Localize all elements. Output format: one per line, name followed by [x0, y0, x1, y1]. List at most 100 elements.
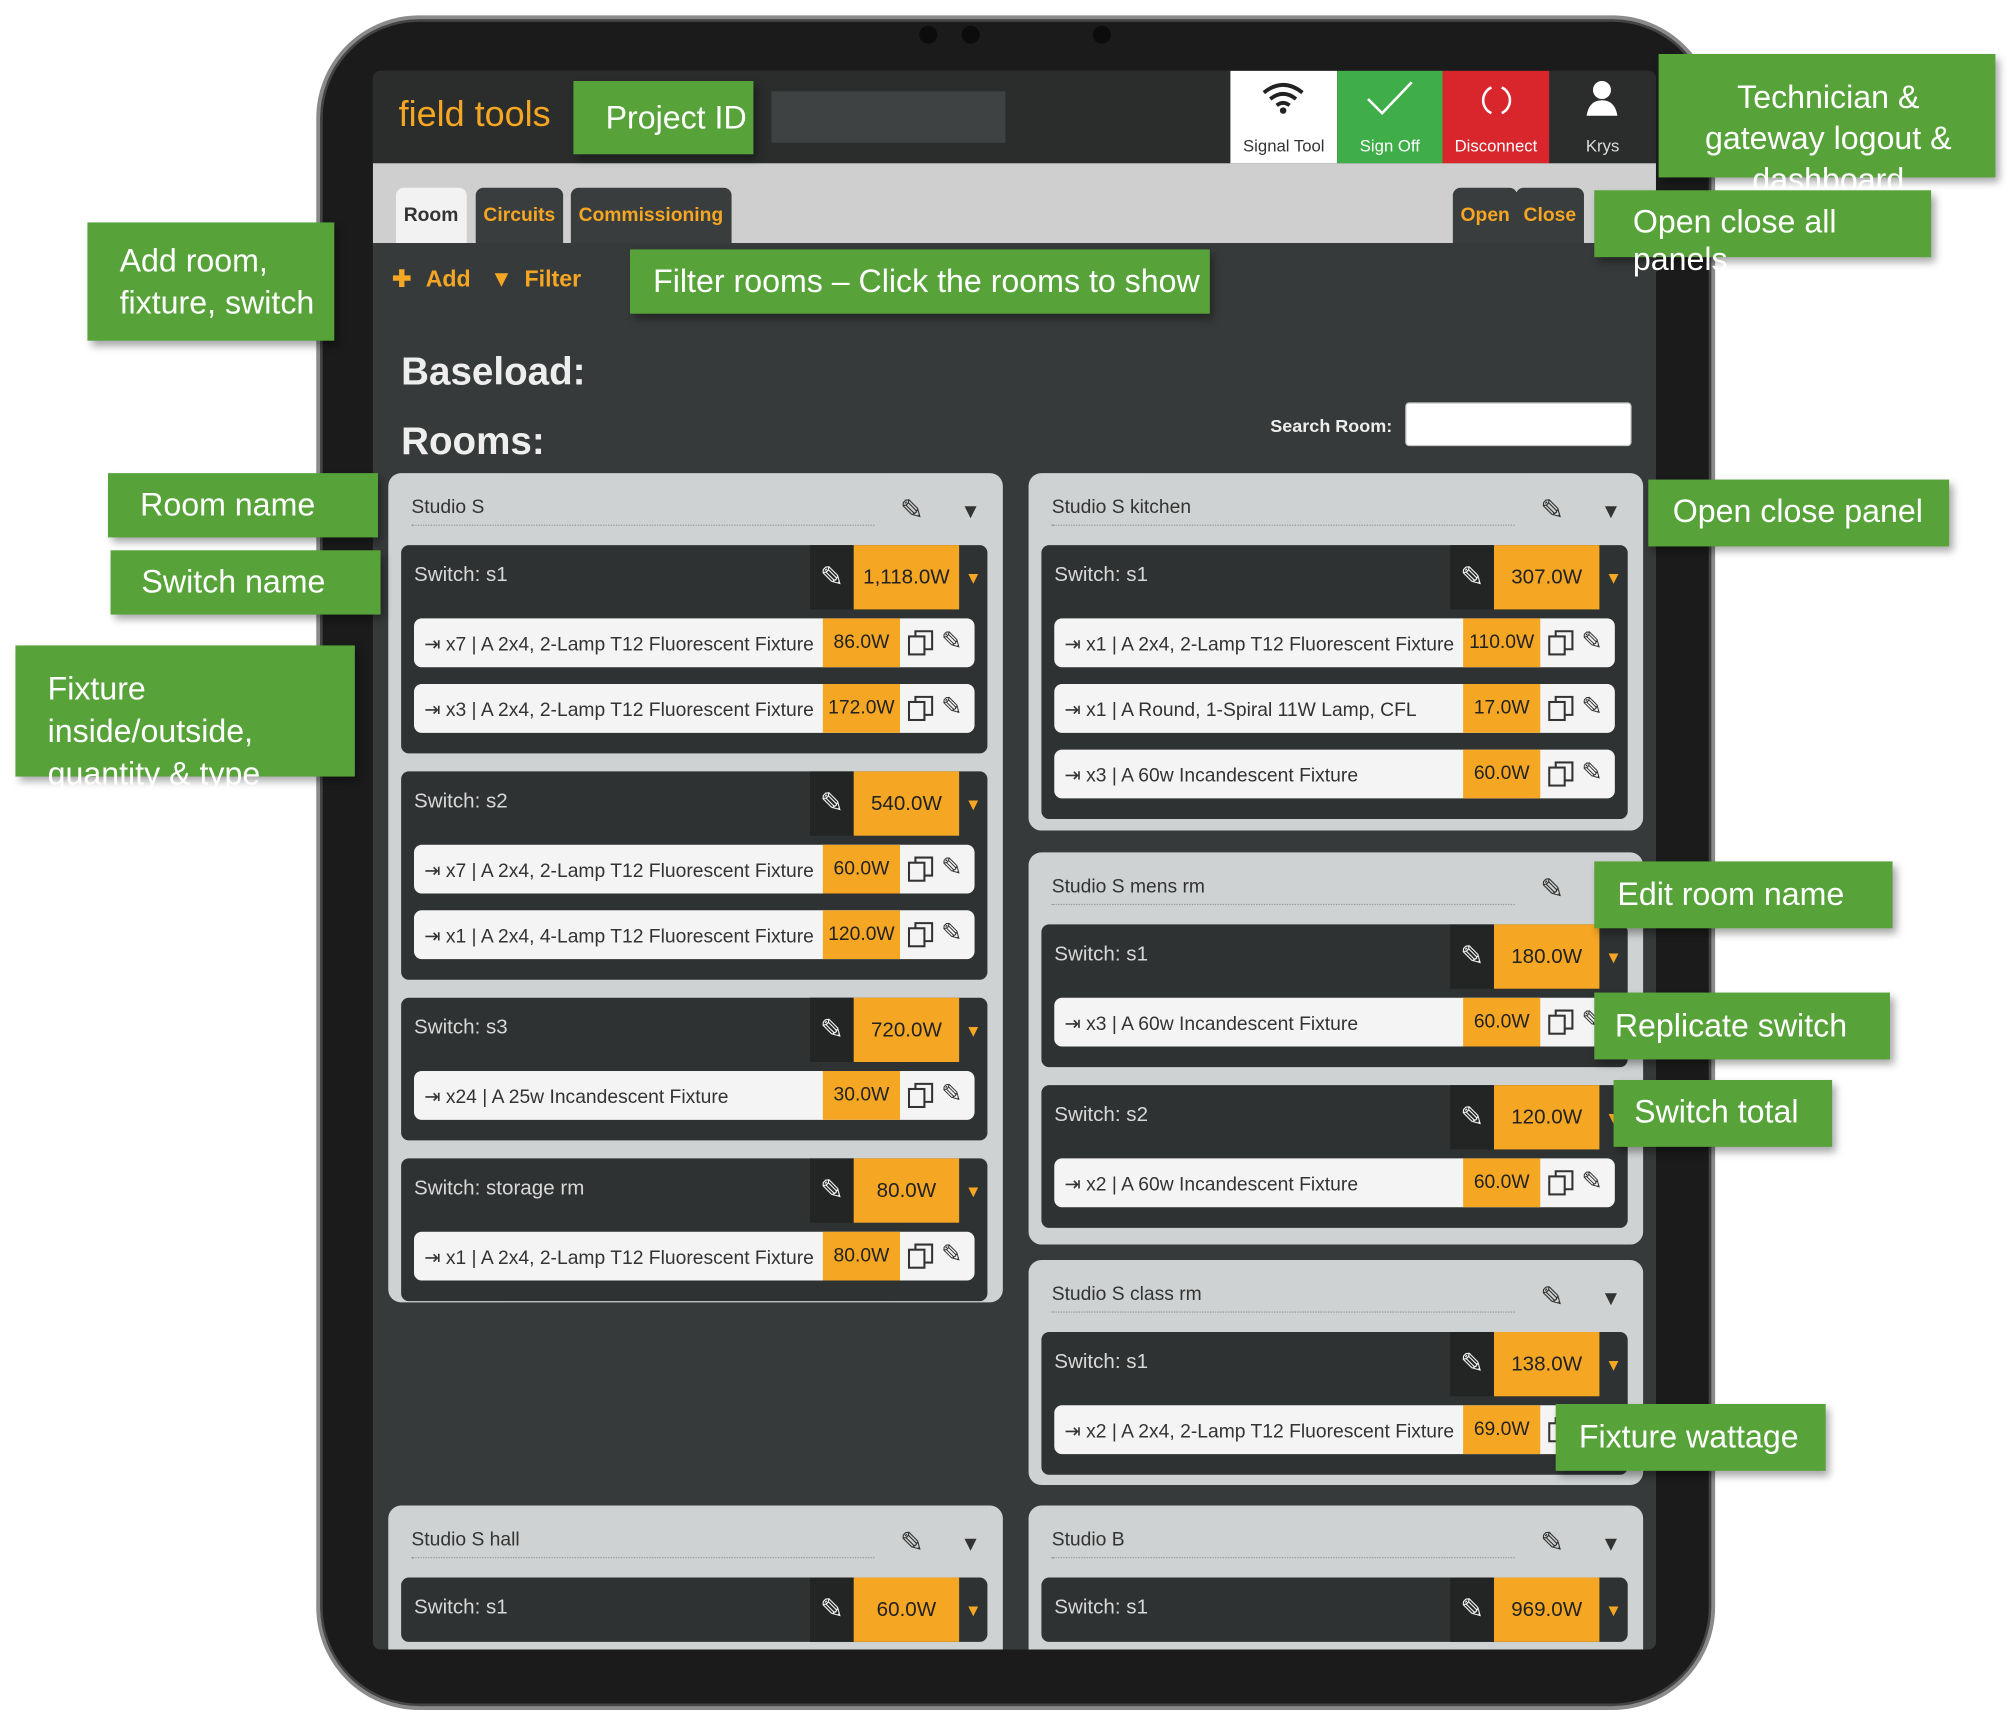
edit-room-pencil-icon[interactable]: ✎ — [899, 493, 924, 526]
room-panel: Studio S hall✎▼Switch: s1✎60.0W▼ — [388, 1505, 1003, 1650]
switch-name: Switch: storage rm — [413, 1177, 585, 1200]
switch-panel: Switch: s3✎720.0W▼⇥ x24 | A 25w Incandes… — [401, 997, 988, 1141]
callout-add-room: Add room, fixture, switch — [87, 222, 335, 341]
replicate-copy-icon[interactable] — [1548, 761, 1574, 787]
replicate-copy-icon[interactable] — [907, 1243, 934, 1269]
room-panel: Studio S✎▼Switch: s1✎1,118.0W▼⇥ x7 | A 2… — [388, 473, 1003, 1303]
edit-fixture-pencil-icon[interactable]: ✎ — [1581, 758, 1603, 787]
callout-open-close-panel: Open close panel — [1648, 479, 1950, 547]
edit-switch-pencil-icon[interactable]: ✎ — [1450, 545, 1494, 610]
edit-switch-pencil-icon[interactable]: ✎ — [1450, 1331, 1494, 1397]
edit-room-pencil-icon[interactable]: ✎ — [1540, 1280, 1564, 1313]
tab-commissioning[interactable]: Commissioning — [570, 187, 731, 243]
edit-switch-pencil-icon[interactable]: ✎ — [809, 997, 854, 1062]
edit-switch-pencil-icon[interactable]: ✎ — [809, 1158, 854, 1223]
edit-fixture-pencil-icon[interactable]: ✎ — [1581, 1167, 1603, 1196]
fixture-label-text: x7 | A 2x4, 2-Lamp T12 Fluorescent Fixtu… — [445, 860, 814, 882]
edit-switch-pencil-icon[interactable]: ✎ — [809, 1577, 854, 1642]
tab-circuits[interactable]: Circuits — [475, 187, 563, 243]
callout-room-name: Room name — [107, 473, 378, 538]
switch-panel: Switch: s1✎1,118.0W▼⇥ x7 | A 2x4, 2-Lamp… — [401, 545, 988, 754]
replicate-copy-icon[interactable] — [907, 856, 934, 882]
switch-caret-icon[interactable]: ▼ — [1605, 1600, 1622, 1620]
signal-tool-label: Signal Tool — [1243, 136, 1325, 156]
switch-caret-icon[interactable]: ▼ — [964, 568, 982, 588]
switch-panel: Switch: s2✎120.0W▼⇥ x2 | A 60w Incandesc… — [1041, 1085, 1628, 1228]
signal-tool-button[interactable]: Signal Tool — [1230, 70, 1338, 164]
switch-caret-icon[interactable]: ▼ — [964, 1020, 982, 1041]
add-button[interactable]: Add — [425, 266, 471, 292]
edit-switch-pencil-icon[interactable]: ✎ — [1450, 924, 1494, 989]
replicate-copy-icon[interactable] — [907, 922, 934, 948]
switch-caret-icon[interactable]: ▼ — [1605, 1355, 1622, 1375]
replicate-copy-icon[interactable] — [907, 1082, 934, 1109]
user-menu-button[interactable]: Krys — [1549, 70, 1656, 164]
filter-button[interactable]: Filter — [524, 266, 582, 292]
fixture-label-text: x7 | A 2x4, 2-Lamp T12 Fluorescent Fixtu… — [445, 633, 814, 656]
edit-switch-pencil-icon[interactable]: ✎ — [1450, 1085, 1494, 1150]
fixture-label: ⇥ x3 | A 2x4, 2-Lamp T12 Fluorescent Fix… — [424, 698, 823, 721]
toggle-panel-caret-icon[interactable]: ▼ — [960, 1533, 981, 1556]
fixture-label: ⇥ x1 | A Round, 1-Spiral 11W Lamp, CFL — [1065, 698, 1464, 721]
project-id-field[interactable] — [771, 91, 1006, 143]
edit-room-pencil-icon[interactable]: ✎ — [899, 1526, 924, 1559]
switch-caret-icon[interactable]: ▼ — [1605, 568, 1622, 588]
replicate-copy-icon[interactable] — [1548, 1170, 1574, 1196]
open-all-button[interactable]: Open — [1452, 187, 1518, 243]
switch-caret-icon[interactable]: ▼ — [964, 1600, 982, 1620]
switch-panel: Switch: s1✎969.0W▼ — [1041, 1577, 1628, 1642]
edit-switch-pencil-icon[interactable]: ✎ — [1450, 1577, 1494, 1642]
tab-room[interactable]: Room — [395, 187, 467, 243]
toggle-panel-caret-icon[interactable]: ▼ — [1600, 1533, 1622, 1556]
switch-caret-icon[interactable]: ▼ — [964, 794, 982, 814]
edit-fixture-pencil-icon[interactable]: ✎ — [1581, 627, 1603, 656]
edit-fixture-pencil-icon[interactable]: ✎ — [941, 1240, 963, 1269]
callout-open-close-panel-text: Open close panel — [1672, 493, 1923, 530]
edit-fixture-pencil-icon[interactable]: ✎ — [941, 919, 963, 948]
callout-fixture-wattage-text: Fixture wattage — [1578, 1419, 1799, 1456]
toggle-panel-caret-icon[interactable]: ▼ — [960, 501, 981, 524]
fixture-label-text: x2 | A 2x4, 2-Lamp T12 Fluorescent Fixtu… — [1086, 1420, 1455, 1443]
edit-switch-pencil-icon[interactable]: ✎ — [809, 545, 854, 610]
toggle-panel-caret-icon[interactable]: ▼ — [1600, 1288, 1622, 1311]
replicate-copy-icon[interactable] — [1548, 695, 1574, 722]
search-room-input[interactable] — [1405, 402, 1632, 447]
room-panel: Studio S class rm✎▼Switch: s1✎138.0W▼⇥ x… — [1028, 1259, 1644, 1485]
switch-total: 720.0W — [853, 997, 960, 1062]
close-all-button[interactable]: Close — [1515, 187, 1584, 243]
fixture-wattage: 69.0W — [1463, 1405, 1541, 1455]
fixture-label: ⇥ x1 | A 2x4, 4-Lamp T12 Fluorescent Fix… — [424, 924, 823, 948]
callout-filter-rooms: Filter rooms – Click the rooms to show — [629, 249, 1210, 314]
disconnect-button[interactable]: Disconnect — [1442, 70, 1550, 164]
fixture-wattage: 110.0W — [1463, 618, 1541, 668]
toggle-panel-caret-icon[interactable]: ▼ — [1600, 501, 1622, 524]
fixture-inside-icon: ⇥ — [424, 860, 446, 882]
callout-open-close-all-text: Open close all panels — [1632, 204, 1837, 278]
fixture-label: ⇥ x2 | A 60w Incandescent Fixture — [1065, 1173, 1464, 1196]
replicate-copy-icon[interactable] — [1548, 1009, 1574, 1035]
edit-room-pencil-icon[interactable]: ✎ — [1540, 1526, 1564, 1559]
replicate-copy-icon[interactable] — [1548, 630, 1574, 656]
edit-room-pencil-icon[interactable]: ✎ — [1540, 493, 1564, 526]
switch-name: Switch: s2 — [1054, 1104, 1149, 1127]
replicate-copy-icon[interactable] — [907, 695, 934, 722]
edit-switch-pencil-icon[interactable]: ✎ — [809, 771, 854, 836]
fixture-inside-icon: ⇥ — [424, 925, 446, 948]
switch-name: Switch: s1 — [1054, 1351, 1149, 1374]
switch-header: Switch: s1✎1,118.0W▼ — [401, 545, 987, 610]
fixture-wattage: 172.0W — [822, 683, 900, 733]
edit-fixture-pencil-icon[interactable]: ✎ — [1581, 692, 1603, 722]
edit-room-pencil-icon[interactable]: ✎ — [1540, 872, 1564, 906]
room-name: Studio S kitchen — [1051, 496, 1517, 526]
replicate-copy-icon[interactable] — [907, 630, 934, 656]
edit-fixture-pencil-icon[interactable]: ✎ — [941, 692, 963, 722]
edit-fixture-pencil-icon[interactable]: ✎ — [941, 627, 963, 656]
sign-off-button[interactable]: Sign Off — [1337, 70, 1443, 164]
edit-fixture-pencil-icon[interactable]: ✎ — [941, 1079, 963, 1109]
edit-fixture-pencil-icon[interactable]: ✎ — [941, 853, 963, 882]
switch-caret-icon[interactable]: ▼ — [964, 1181, 982, 1201]
switch-caret-icon[interactable]: ▼ — [1605, 947, 1622, 967]
switch-name: Switch: s1 — [413, 1596, 508, 1619]
fixture-row: ⇥ x3 | A 2x4, 2-Lamp T12 Fluorescent Fix… — [413, 683, 975, 733]
